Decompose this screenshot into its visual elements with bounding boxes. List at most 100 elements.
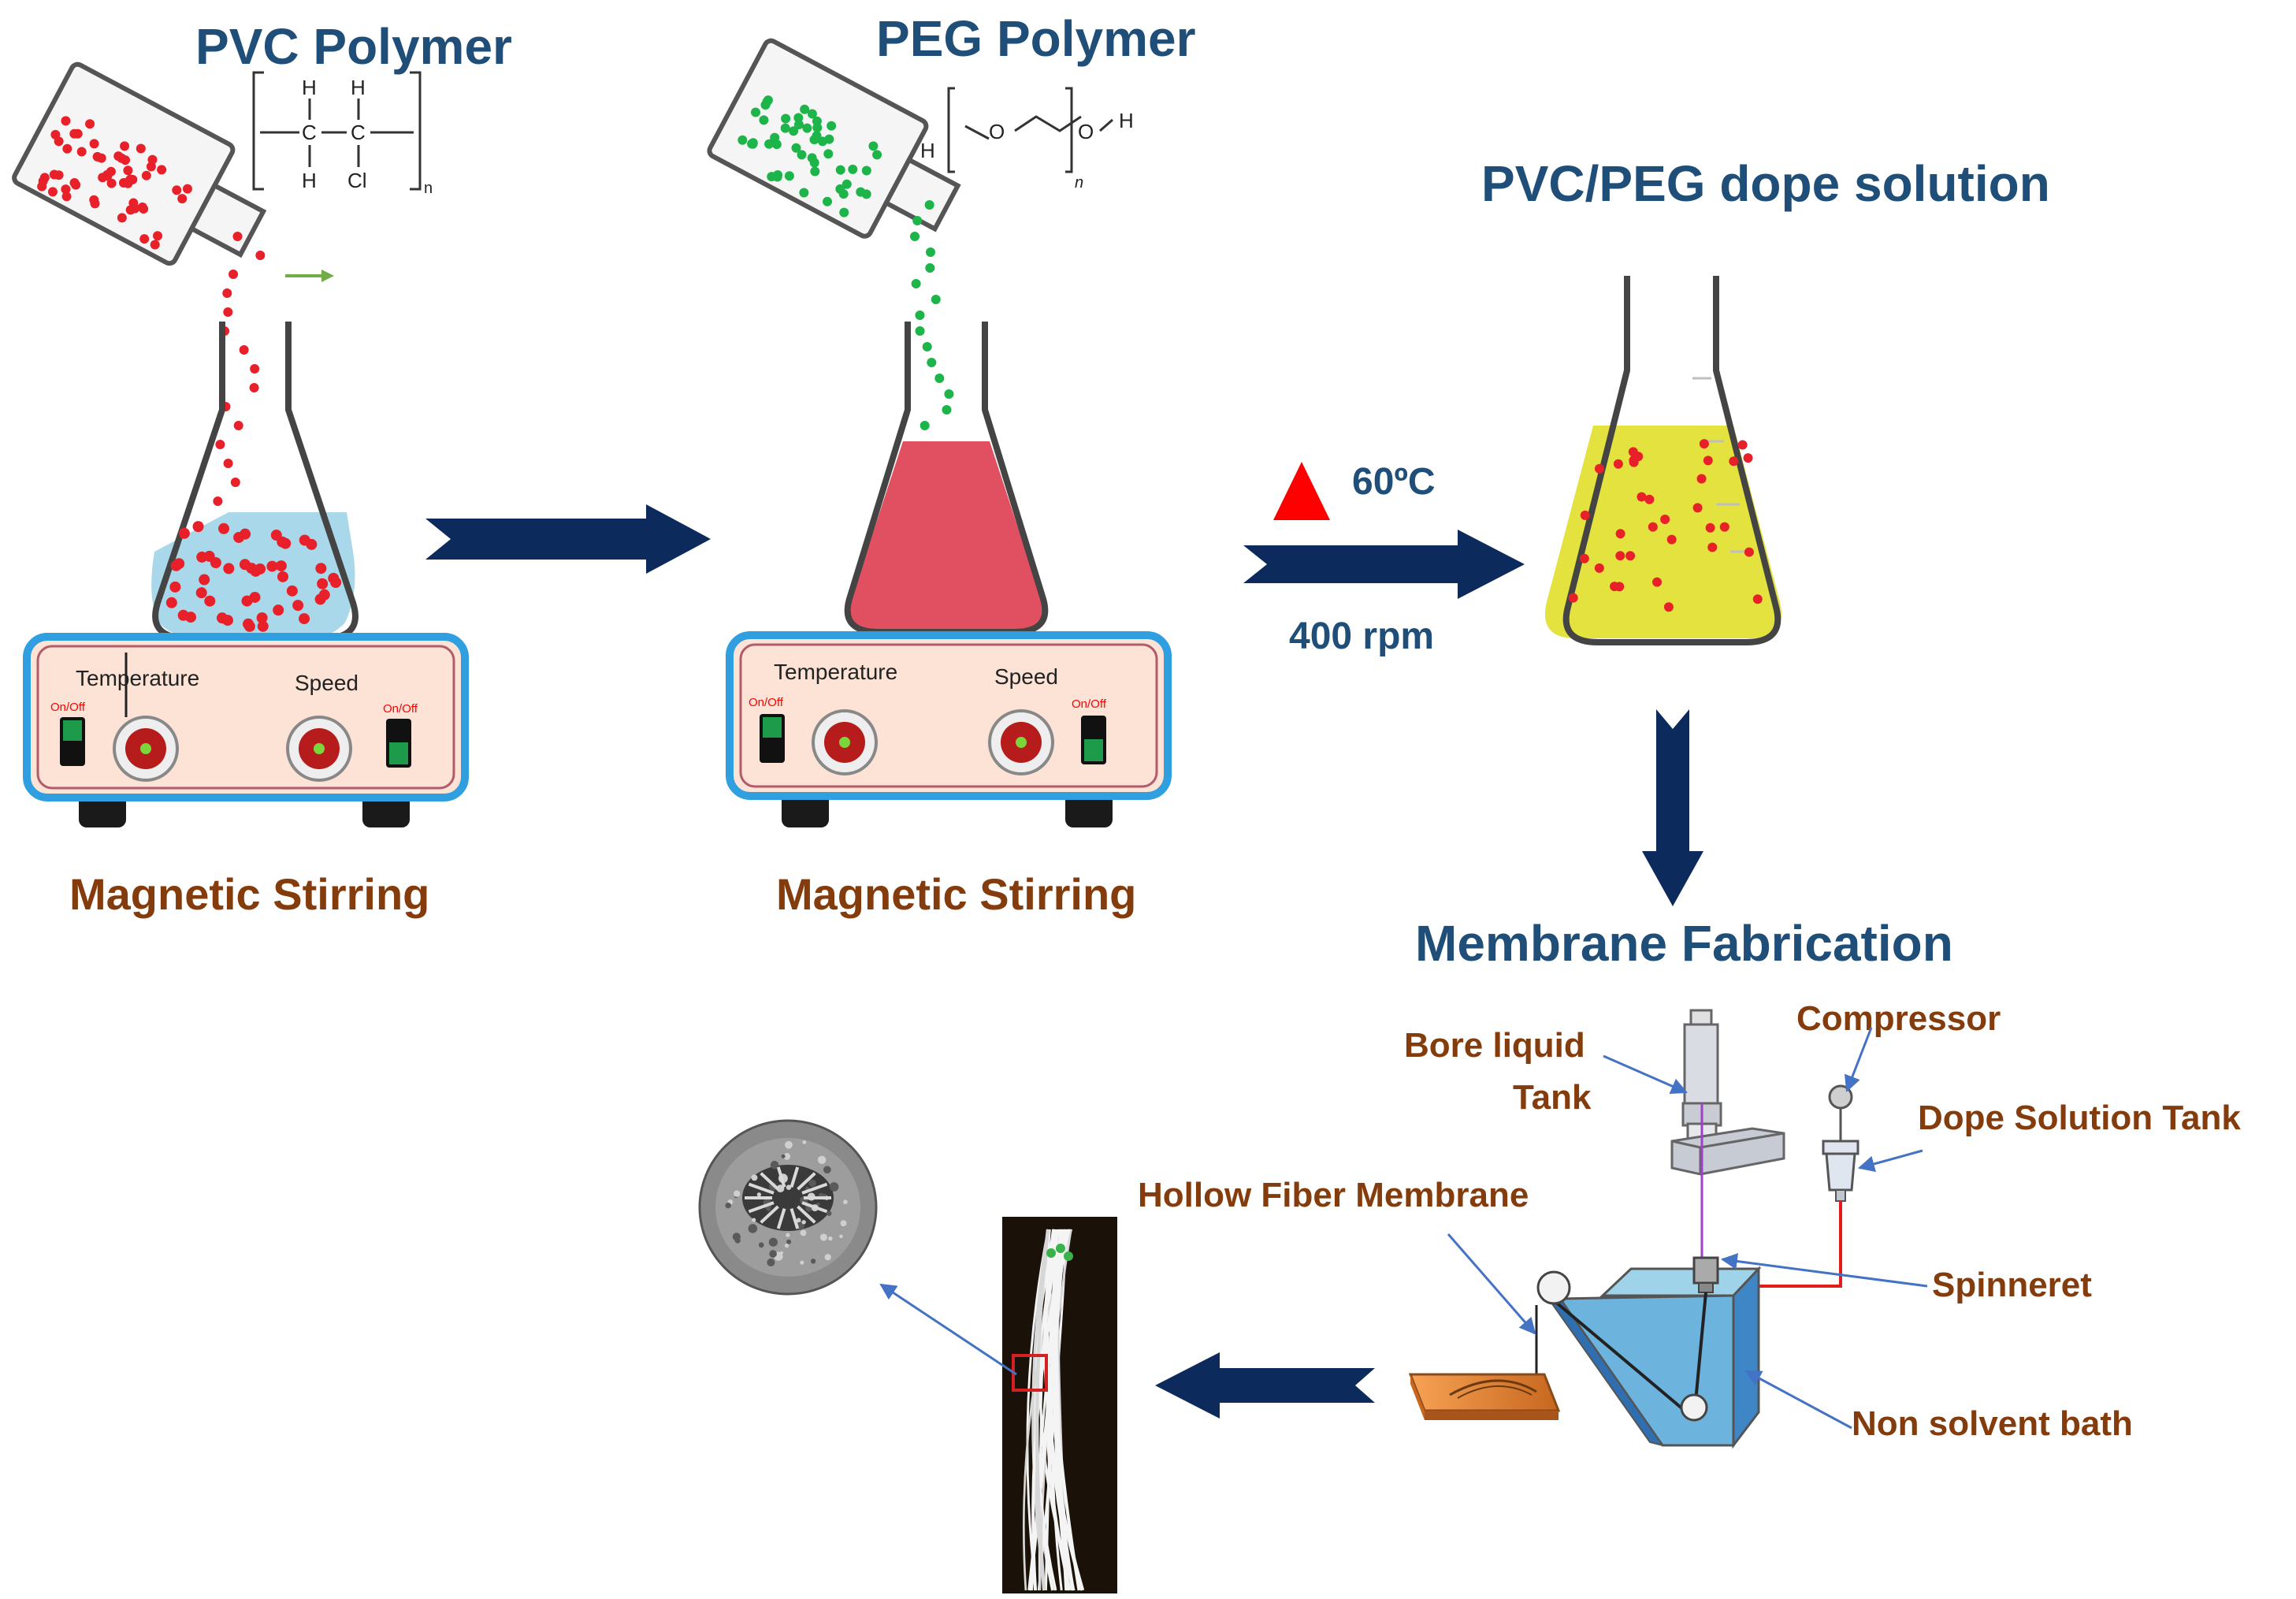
pvc-particle-stream bbox=[213, 232, 266, 525]
pvcFlaskDots-dot bbox=[250, 565, 262, 577]
sem-finger-void bbox=[801, 1182, 828, 1195]
peg-o2: O bbox=[1078, 120, 1094, 143]
process-arrow-1 bbox=[425, 504, 711, 574]
pvcStream-dot bbox=[239, 345, 249, 355]
compressor-label: Compressor bbox=[1796, 999, 2001, 1038]
pegBottleDots-dot bbox=[784, 171, 794, 181]
pointer-spinneret bbox=[1720, 1253, 1928, 1288]
pvcFlaskDots-dot bbox=[257, 620, 269, 632]
pegBottleDots-dot bbox=[793, 113, 804, 123]
pegBottleDots-dot bbox=[841, 179, 852, 189]
dopeFlaskDots-dot bbox=[1580, 510, 1590, 520]
non-solvent-bath bbox=[1545, 1266, 1762, 1449]
pegBottleDots-dot bbox=[809, 135, 819, 145]
membrane-fabrication-title: Membrane Fabrication bbox=[1415, 915, 1953, 972]
sem-pore bbox=[786, 1233, 790, 1237]
dopeFlaskDots-dot bbox=[1594, 463, 1604, 474]
peg-n: n bbox=[1075, 174, 1083, 192]
fiberStrands-dot bbox=[1056, 1244, 1065, 1253]
magnetic-stirrer-1: Temperature Speed On/Off On/Off bbox=[23, 633, 469, 827]
hollow-fiber-bundle-photo bbox=[1002, 1217, 1117, 1593]
pegBottleDots-dot bbox=[748, 138, 758, 148]
pvcFlaskDots-dot bbox=[223, 563, 235, 575]
sem-pore bbox=[829, 1182, 839, 1192]
pvcBottleDots-dot bbox=[117, 213, 127, 223]
pvcFlaskDots-dot bbox=[210, 557, 221, 569]
sem-pore bbox=[734, 1237, 741, 1244]
sem-pore bbox=[785, 1140, 793, 1149]
pvcFlaskDots-dot bbox=[204, 595, 216, 607]
pvcStream-dot bbox=[223, 307, 233, 317]
sem-pore bbox=[756, 1192, 761, 1197]
pvcFlaskDots-dot bbox=[184, 612, 196, 623]
dopeFlaskDots-dot bbox=[1648, 522, 1658, 532]
pegStream-dot bbox=[910, 232, 920, 241]
process-arrow-left bbox=[1155, 1352, 1375, 1419]
fiber-strand bbox=[1044, 1229, 1057, 1591]
stirrer2-switch-label-1: On/Off bbox=[749, 696, 784, 709]
pvcStream-dot bbox=[232, 232, 243, 241]
sem-pore bbox=[779, 1251, 783, 1255]
sem-pore bbox=[770, 1160, 779, 1170]
pvcBottleDots-dot bbox=[89, 139, 99, 149]
pegBottleDots-dot bbox=[824, 134, 834, 144]
pvc-polymer-title: PVC Polymer bbox=[195, 18, 512, 75]
dopeFlaskDots-dot bbox=[1729, 456, 1739, 467]
pegBottleDots-dot bbox=[793, 120, 804, 130]
pvcFlaskDots-dot bbox=[317, 578, 329, 589]
pegBottleDots-dot bbox=[812, 122, 823, 132]
bore-tank-label: Tank bbox=[1513, 1078, 1592, 1117]
pegBottleDots-dot bbox=[861, 189, 871, 199]
pvc-bottle bbox=[12, 61, 267, 266]
pvcFlaskDots-dot bbox=[306, 538, 318, 550]
fiber-strand bbox=[1035, 1229, 1050, 1591]
pvcBottleDots-dot bbox=[90, 199, 100, 209]
sem-texture bbox=[725, 1140, 848, 1266]
pegStream-dot bbox=[934, 374, 945, 383]
pvcFlaskDots-dot bbox=[216, 612, 228, 624]
sem-pore bbox=[817, 1155, 827, 1165]
sem-pore bbox=[752, 1218, 756, 1222]
pegStream-dot bbox=[942, 405, 952, 415]
pvcBottleDots-dot bbox=[177, 194, 188, 204]
pvcBottleDots-dot bbox=[130, 203, 140, 214]
pvcBottleDots-dot bbox=[123, 178, 133, 188]
pegBottleDots-dot bbox=[848, 164, 858, 174]
pvcBottleDots-dot bbox=[146, 162, 156, 172]
magnetic-stirring-caption-1: Magnetic Stirring bbox=[69, 869, 430, 919]
fiber-strand bbox=[1043, 1229, 1085, 1591]
sem-pore bbox=[839, 1234, 843, 1239]
pointer-arrows bbox=[879, 1027, 1928, 1430]
sem-pore bbox=[784, 1243, 789, 1248]
sem-pore bbox=[758, 1242, 764, 1248]
pvcStream-dot bbox=[213, 496, 223, 506]
sem-pore bbox=[783, 1152, 791, 1160]
pvcFlaskDots-dot bbox=[178, 527, 190, 539]
pegBottleDots-dot bbox=[799, 188, 809, 198]
bore-liquid-label: Bore liquid bbox=[1404, 1026, 1585, 1065]
pvcFlaskDots-dot bbox=[239, 559, 251, 571]
sem-finger-void bbox=[797, 1205, 816, 1224]
pegStream-dot bbox=[924, 200, 934, 210]
sem-finger-void bbox=[748, 1182, 775, 1195]
pvc-formula bbox=[252, 71, 422, 191]
pegStream-dot bbox=[922, 342, 932, 351]
pvcBottleDots-dot bbox=[62, 143, 72, 154]
pegBottleDots-dot bbox=[781, 113, 791, 124]
pvc-formula-text: H H C C H Cl n bbox=[302, 76, 433, 197]
pegStream-dot bbox=[920, 421, 930, 430]
pegBottleDots-dot bbox=[868, 141, 879, 151]
pvcBottleDots-dot bbox=[182, 184, 192, 194]
sem-pore bbox=[800, 1229, 807, 1236]
sem-finger-void bbox=[789, 1166, 800, 1188]
pvcFlaskDots-dot bbox=[195, 587, 207, 599]
pvcBottleDots-dot bbox=[147, 154, 158, 165]
pegBottleDots-dot bbox=[872, 150, 882, 160]
pvc-h1: H bbox=[302, 76, 317, 99]
pvcFlaskDots-dot bbox=[256, 612, 268, 623]
pvcFlaskDots-dot bbox=[199, 574, 210, 586]
dopeFlaskDots-dot bbox=[1615, 529, 1625, 539]
pvcStream-dot bbox=[215, 440, 225, 449]
stirrer1-temperature-knob bbox=[113, 716, 179, 782]
pegBottleDots-dot bbox=[835, 165, 845, 175]
